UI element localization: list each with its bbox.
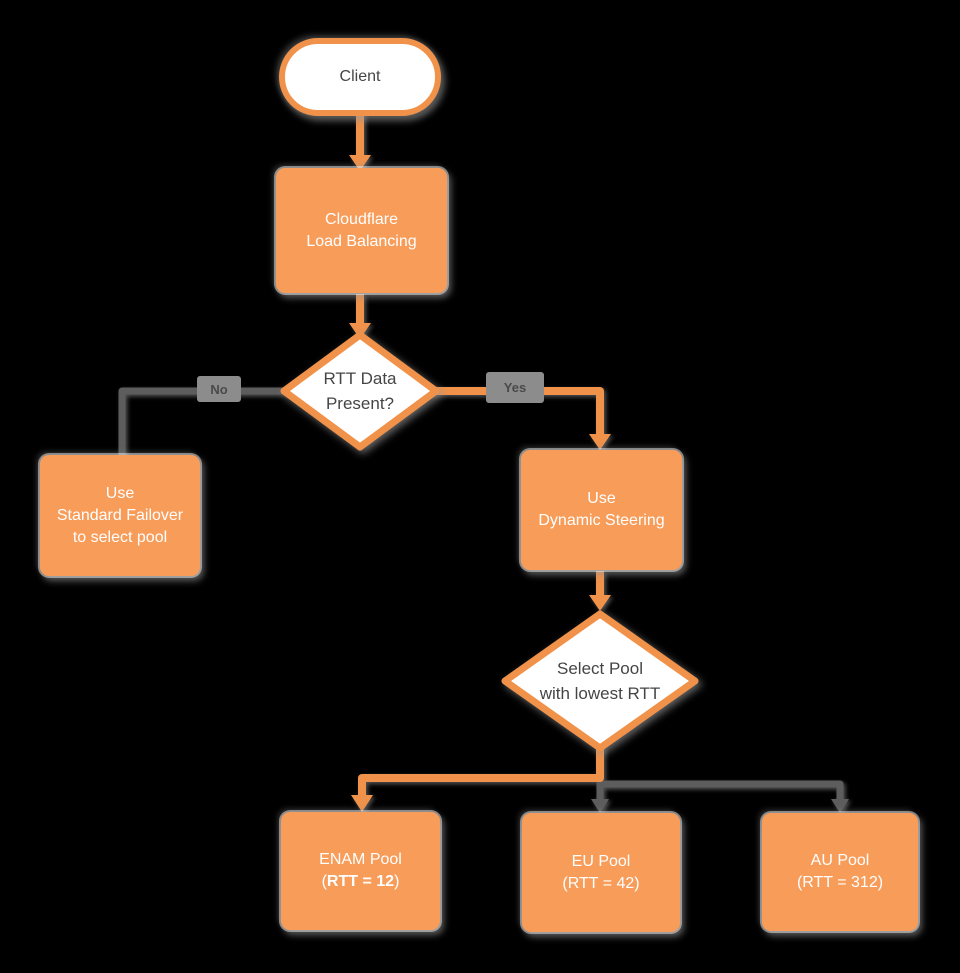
arrowhead-eu-icon: [591, 799, 609, 813]
node-select-pool: Select Pool with lowest RTT: [497, 606, 703, 756]
node-client: Client: [279, 38, 441, 116]
node-standard-failover: Use Standard Failover to select pool: [40, 455, 200, 576]
arrowhead-select-pool-icon: [589, 595, 611, 611]
node-eu-pool-line1: EU Pool: [571, 852, 631, 870]
node-enam-pool-line1: ENAM Pool: [319, 851, 402, 868]
node-au-pool-line1: AU Pool: [810, 852, 870, 869]
connector-enam-branch: [358, 746, 604, 796]
node-au-pool-line2: (RTT = 312): [796, 874, 884, 891]
connector-au-branch: [600, 780, 844, 799]
node-au-pool: AU Pool (RTT = 312): [762, 813, 918, 931]
node-enam-pool-line2: (RTT = 12): [322, 871, 400, 893]
node-standard-failover-line1: Use: [105, 484, 135, 502]
node-rtt-decision-line1: RTT Data: [323, 369, 397, 388]
node-eu-pool-line2: (RTT = 42): [562, 874, 640, 892]
edge-label-no: No: [197, 376, 241, 402]
node-load-balancing-line2: Load Balancing: [306, 232, 417, 250]
select-pool-diamond-shape-icon: [501, 610, 699, 752]
node-dynamic-steering-line1: Use: [587, 490, 616, 507]
arrowhead-rtt-icon: [349, 323, 371, 339]
node-select-pool-line1: Select Pool: [557, 659, 643, 678]
node-dynamic-steering-line2: Dynamic Steering: [538, 512, 665, 529]
arrowhead-dynamic-steering-icon: [589, 434, 611, 450]
node-eu-pool: EU Pool (RTT = 42): [522, 813, 680, 932]
node-select-pool-line2: with lowest RTT: [539, 684, 661, 703]
arrowhead-lb-icon: [349, 155, 371, 171]
arrowhead-au-icon: [831, 799, 849, 813]
node-load-balancing: Cloudflare Load Balancing: [276, 168, 447, 293]
arrowhead-enam-icon: [351, 795, 373, 812]
rtt-diamond-shape-icon: [280, 331, 440, 451]
node-enam-pool-rtt-value: RTT = 12: [326, 873, 395, 890]
node-dynamic-steering: Use Dynamic Steering: [521, 450, 682, 570]
edge-label-yes: Yes: [486, 372, 544, 403]
node-rtt-decision-line2: Present?: [325, 394, 395, 413]
node-standard-failover-line2: Standard Failover: [56, 506, 184, 524]
node-enam-pool-paren-open: (: [321, 873, 327, 890]
node-rtt-decision: RTT Data Present?: [276, 327, 444, 455]
node-standard-failover-line3: to select pool: [72, 528, 168, 546]
node-enam-pool-paren-close: ): [394, 873, 400, 890]
node-load-balancing-line1: Cloudflare: [325, 210, 398, 228]
node-client-label: Client: [339, 68, 381, 85]
node-enam-pool: ENAM Pool (RTT = 12): [281, 812, 440, 930]
